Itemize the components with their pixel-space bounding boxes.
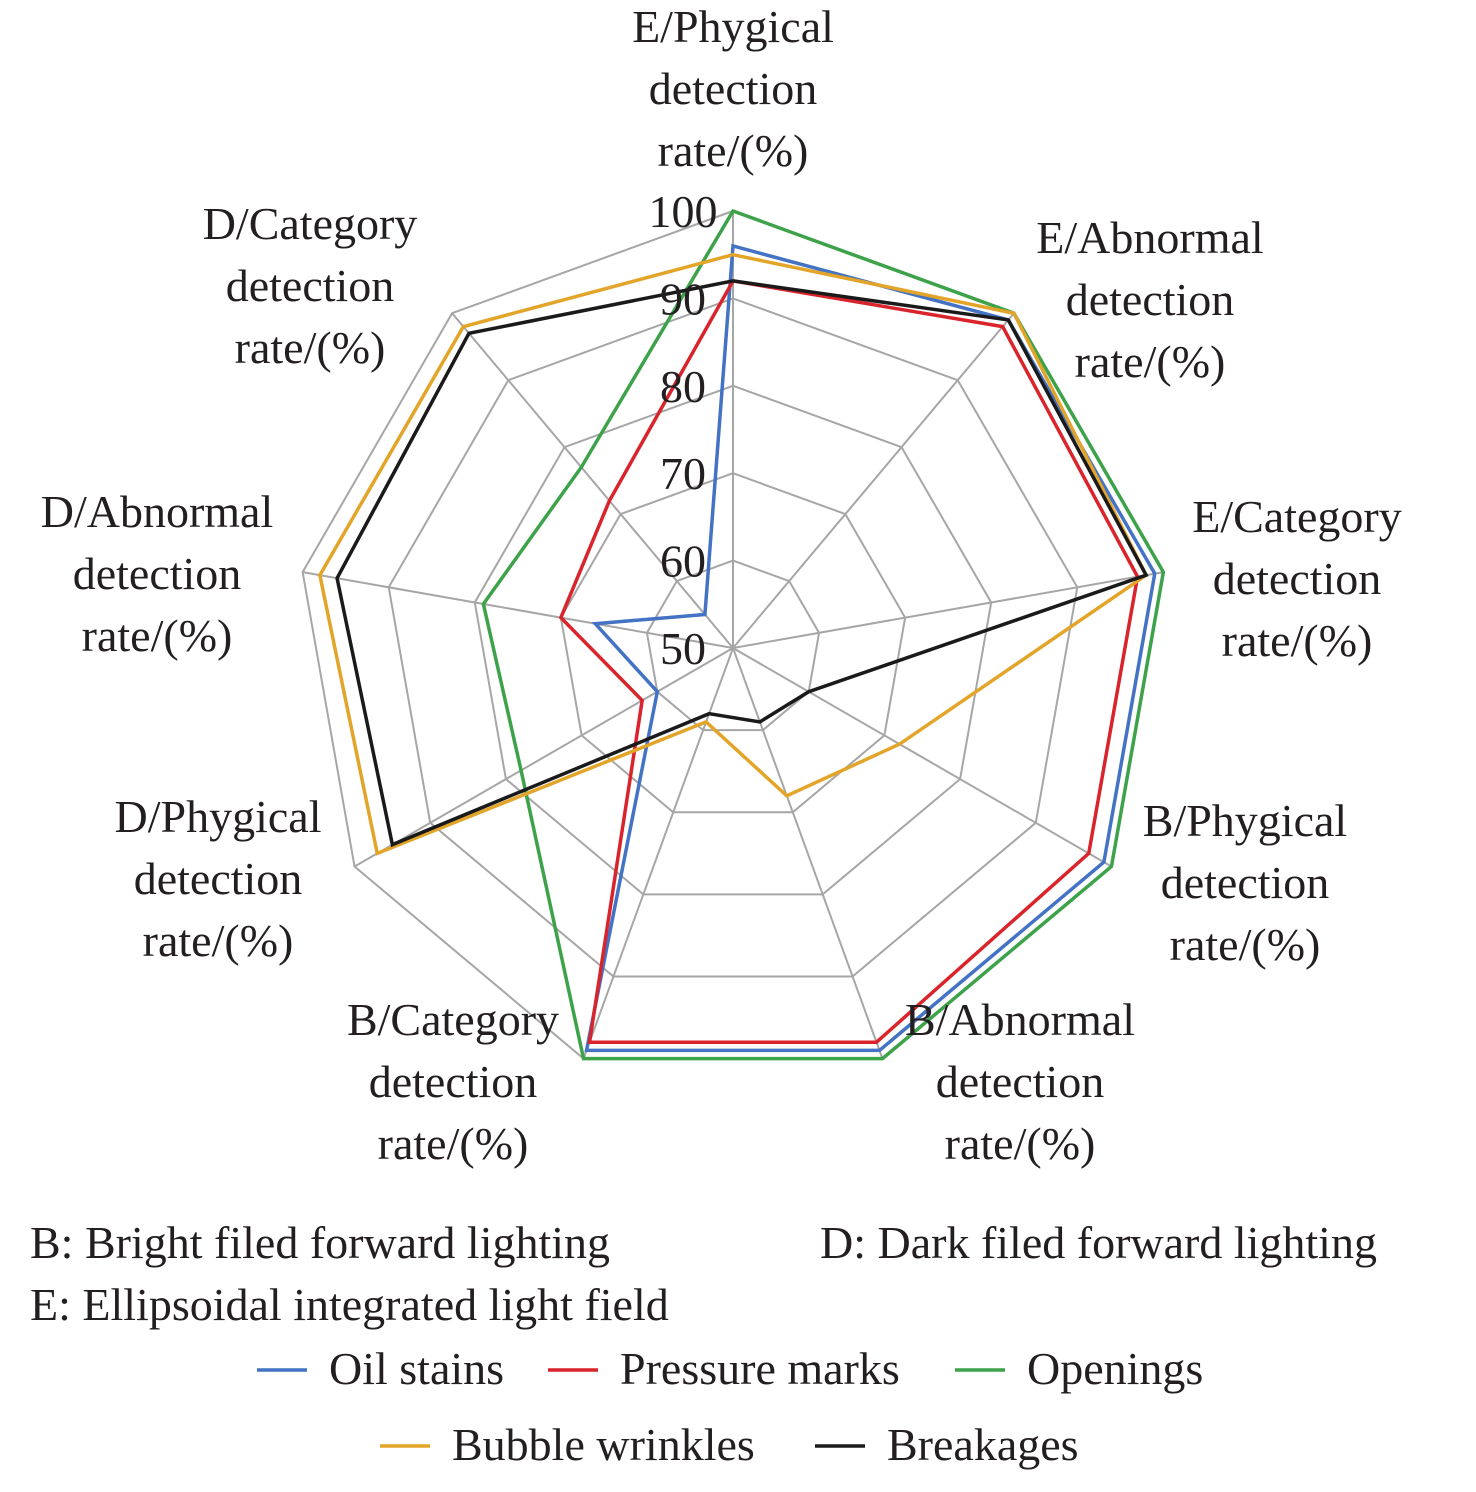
- tick-label-90: 90: [660, 273, 706, 324]
- legend-item-pressure-marks: Pressure marks: [548, 1343, 900, 1394]
- tick-label-50: 50: [660, 623, 706, 674]
- legend-item-bubble-wrinkles: Bubble wrinkles: [380, 1419, 755, 1470]
- radar-series: [318, 208, 1166, 1061]
- grid-spoke-5: [732, 647, 884, 1059]
- legend-item-breakages: Breakages: [815, 1419, 1079, 1470]
- tick-label-80: 80: [660, 361, 706, 412]
- note-ellipsoidal-field: E: Ellipsoidal integrated light field: [30, 1279, 669, 1330]
- radar-tick-labels: 50 60 70 80 90 100: [649, 186, 718, 674]
- grid-ring-90: [387, 297, 1079, 978]
- legend-label-breakages: Breakages: [887, 1419, 1079, 1470]
- series-bubble-wrinkles: [318, 252, 1149, 856]
- legend-label-openings: Openings: [1027, 1343, 1203, 1394]
- grid-spoke-9: [451, 312, 734, 649]
- tick-label-70: 70: [660, 448, 706, 499]
- tick-label-60: 60: [660, 536, 706, 587]
- series-openings: [481, 208, 1166, 1061]
- grid-ring-60: [645, 559, 821, 732]
- grid-spoke-7: [354, 647, 734, 868]
- legend-item-oil-stains: Oil stains: [257, 1343, 504, 1394]
- grid-spoke-8: [302, 571, 734, 649]
- legend-item-openings: Openings: [955, 1343, 1203, 1394]
- grid-spoke-3: [732, 571, 1164, 649]
- legend-label-bubble-wrinkles: Bubble wrinkles: [452, 1419, 755, 1470]
- series-breakages: [335, 279, 1149, 848]
- legend-label-pressure-marks: Pressure marks: [620, 1343, 900, 1394]
- lighting-notes: B: Bright filed forward lighting D: Dark…: [30, 1217, 1377, 1330]
- grid-ring-70: [559, 472, 907, 814]
- note-dark-field: D: Dark filed forward lighting: [820, 1217, 1377, 1268]
- note-bright-field: B: Bright filed forward lighting: [30, 1217, 610, 1268]
- series-pressure-marks: [558, 278, 1140, 1044]
- grid-ring-80: [473, 384, 993, 896]
- grid-spoke-4: [732, 647, 1112, 868]
- grid-spoke-2: [732, 312, 1015, 649]
- legend-label-oil-stains: Oil stains: [329, 1343, 504, 1394]
- grid-spoke-6: [582, 647, 734, 1059]
- tick-label-100: 100: [649, 186, 718, 237]
